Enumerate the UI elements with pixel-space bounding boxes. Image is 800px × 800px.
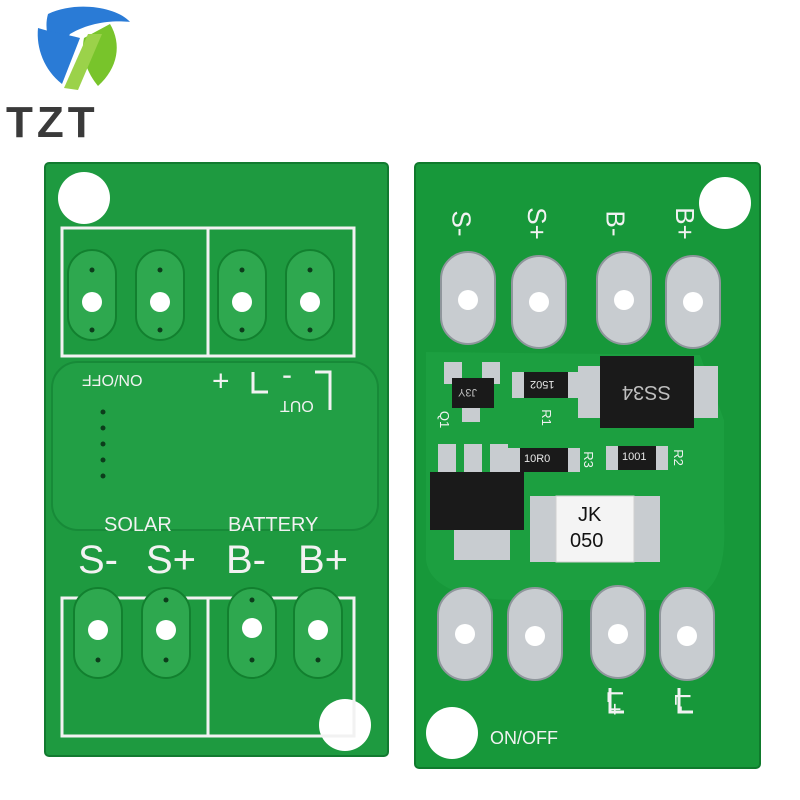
fuse-package xyxy=(555,495,635,563)
back-b-plus-label: B+ xyxy=(669,207,700,240)
q1-package xyxy=(452,378,494,408)
fuse-code-line1: JK xyxy=(578,504,602,526)
brand-logo: TZT xyxy=(0,0,160,150)
back-l-minus-label: L- xyxy=(669,693,695,713)
back-r2-label: R2 xyxy=(670,449,686,466)
r3-code: 10R0 xyxy=(524,453,551,465)
front-s-plus-label: S+ xyxy=(146,538,197,582)
ss34-package xyxy=(600,356,694,428)
r3-package xyxy=(520,448,568,472)
front-b-plus-label: B+ xyxy=(298,538,349,582)
ss34-code: SS34 xyxy=(622,381,671,403)
r1-package xyxy=(524,372,568,398)
q1-code: J3Y xyxy=(458,386,477,398)
back-r3-label: R3 xyxy=(580,451,596,468)
back-r1-label: R1 xyxy=(538,409,554,426)
brand-name: TZT xyxy=(6,98,99,147)
r2-package xyxy=(618,446,656,470)
back-s-plus-label: S+ xyxy=(521,207,552,240)
front-mount-hole-bottom xyxy=(319,699,371,751)
tzt-logo-mark-icon xyxy=(37,6,130,90)
back-l-plus-label: L+ xyxy=(602,690,628,716)
mosfet-package xyxy=(430,472,524,530)
fuse-code-line2: 050 xyxy=(570,530,604,552)
front-battery-label: BATTERY xyxy=(228,514,319,536)
back-mount-hole-top xyxy=(699,177,751,229)
front-mount-hole-top xyxy=(58,172,110,224)
back-s-minus-label: S- xyxy=(446,210,477,237)
back-q1-label: Q1 xyxy=(437,410,453,429)
front-solar-label: SOLAR xyxy=(104,514,172,536)
front-s-minus-label: S- xyxy=(78,538,118,582)
back-on-off-label: ON/OFF xyxy=(490,728,558,748)
front-b-minus-label: B- xyxy=(226,538,266,582)
r1-code: 1502 xyxy=(530,378,555,390)
back-mount-hole-bottom xyxy=(426,707,478,759)
back-b-minus-label: B- xyxy=(600,210,631,237)
r2-code: 1001 xyxy=(622,451,647,463)
